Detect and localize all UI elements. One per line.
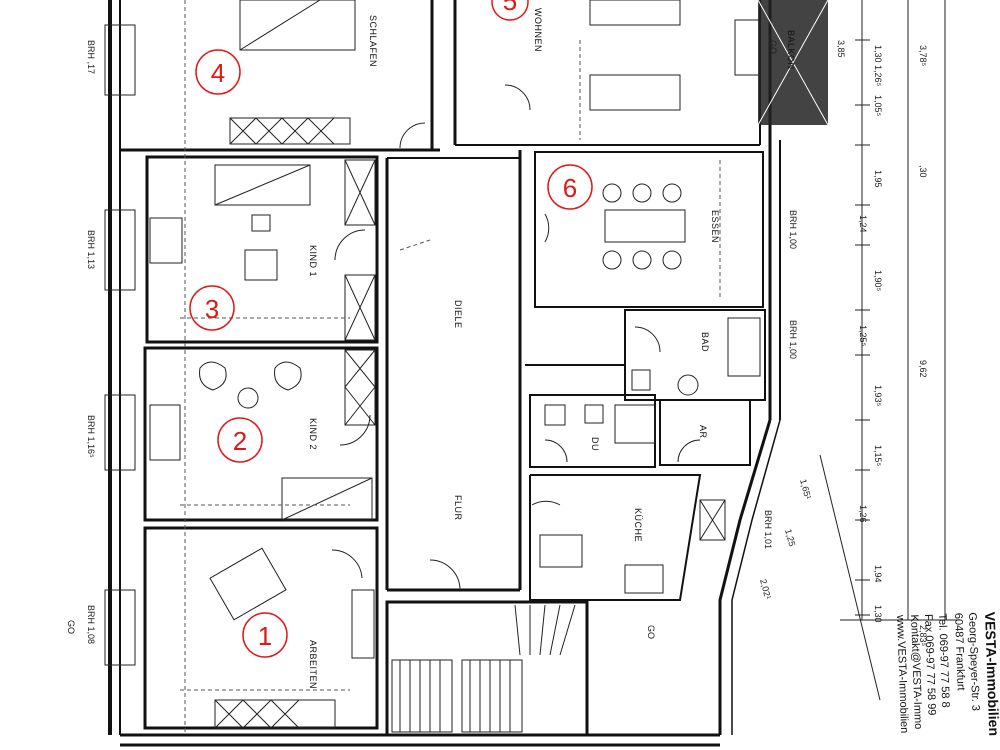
furniture xyxy=(199,0,761,621)
dim-7: 1,25⁵ xyxy=(858,325,868,347)
marker-5-number: 5 xyxy=(503,0,517,16)
dim-d-3: 1,65¹ xyxy=(798,478,813,500)
dim-5: 1,24 xyxy=(858,215,868,233)
stamp-fax: Fax 069-97 77 58 99 xyxy=(922,614,938,716)
room-label-kind1: KIND 1 xyxy=(308,245,318,277)
dim-r2-5: 2,83⁵ xyxy=(918,625,928,647)
dim-r2-1: 3,78⁵ xyxy=(918,45,928,67)
stamp-email: Kontakt@VESTA-Immo xyxy=(908,614,924,729)
room-label-flur: FLUR xyxy=(453,495,463,521)
stamp-city: 60487 Frankfurt xyxy=(952,613,967,691)
dim-12: 1,30 xyxy=(873,605,883,623)
go-1: GO xyxy=(66,620,76,634)
room-label-kueche: KÜCHE xyxy=(633,508,643,542)
left-windows xyxy=(104,24,183,666)
brh-7: BRH 1,01 xyxy=(763,510,773,549)
dim-1: 1,30 xyxy=(873,45,883,63)
go-2: GO xyxy=(646,625,656,639)
marker-3-number: 3 xyxy=(205,294,219,324)
marker-3: 3 xyxy=(189,285,235,331)
dim-8: 1,93⁵ xyxy=(873,385,883,407)
marker-1-number: 1 xyxy=(258,621,272,651)
dim-9: 1,15⁵ xyxy=(873,445,883,467)
dim-2: 1,26⁵ xyxy=(873,65,883,87)
room-label-diele: DIELE xyxy=(453,300,463,329)
room-label-schlafen: SCHLAFEN xyxy=(368,15,378,67)
room-label-du: DU xyxy=(590,437,600,451)
dim-d-2: 1,25 xyxy=(783,528,797,548)
brh-5: BRH 1,00 xyxy=(788,210,798,249)
dim-11: 1,94 xyxy=(873,565,883,583)
marker-2: 2 xyxy=(217,417,263,463)
room-label-wohnen: WOHNEN xyxy=(533,8,543,52)
brh-4: BRH 1,08 xyxy=(86,605,96,644)
dimension-labels-right: 1,30 1,26⁵ 1,05⁵ 1,95 1,24 1,90⁵ 1,25⁵ 1… xyxy=(836,40,928,647)
dim-r2-3: ,30 xyxy=(918,165,928,178)
go-3: GO xyxy=(768,40,778,54)
doors xyxy=(331,84,701,591)
room-label-balkon: BALKON xyxy=(786,30,796,70)
dim-6: 1,90⁵ xyxy=(873,270,883,292)
balkon xyxy=(734,0,829,126)
dimension-lines xyxy=(819,0,960,701)
stamp-web: www.VESTA-Immobilien xyxy=(894,614,910,734)
dim-4: 1,95 xyxy=(873,170,883,188)
room-label-bad: BAD xyxy=(700,332,710,352)
brh-3: BRH 1,16⁵ xyxy=(86,415,96,458)
dashed-lines xyxy=(180,0,721,735)
marker-4-number: 4 xyxy=(211,58,225,88)
stamp-company: VESTA-Immobilien xyxy=(982,612,1000,737)
marker-1: 1 xyxy=(242,612,288,658)
stamp-street: Georg-Speyer-Str. 3 xyxy=(966,612,981,711)
kitchen-window-detail xyxy=(699,499,726,541)
stamp-tel: Tel. 069-97 77 58 8 xyxy=(936,613,951,708)
window-sill-labels: BRH ,17 BRH 1,13 BRH 1,16⁵ BRH 1,08 BRH … xyxy=(66,40,798,644)
marker-2-number: 2 xyxy=(233,426,247,456)
marker-5: 5 xyxy=(491,0,529,21)
room-label-essen: ESSEN xyxy=(710,210,720,243)
room-labels: SCHLAFEN WOHNEN BALKON ESSEN KIND 1 DIEL… xyxy=(308,8,796,689)
room-label-ar: AR xyxy=(698,425,708,439)
brh-1: BRH ,17 xyxy=(86,40,96,74)
dim-10: 1,26 xyxy=(858,505,868,523)
staircase xyxy=(391,604,576,733)
brh-6: BRH 1,00 xyxy=(788,320,798,359)
brh-2: BRH 1,13 xyxy=(86,230,96,269)
dim-r2-4: 9,62 xyxy=(918,360,928,378)
company-stamp: VESTA-Immobilien Georg-Speyer-Str. 3 604… xyxy=(894,612,1000,737)
room-label-kind2: KIND 2 xyxy=(308,418,318,450)
dim-r2-2: 3,85 xyxy=(836,40,846,58)
wardrobes xyxy=(214,117,376,729)
dim-3: 1,05⁵ xyxy=(873,95,883,117)
marker-6-number: 6 xyxy=(563,173,577,203)
marker-4: 4 xyxy=(195,49,241,95)
room-label-arbeiten: ARBEITEN xyxy=(308,640,318,689)
beds xyxy=(214,0,373,521)
dim-d-1: 2,02¹ xyxy=(758,578,773,600)
marker-6: 6 xyxy=(547,164,593,210)
room-markers: 1 2 3 4 5 6 xyxy=(189,0,593,658)
